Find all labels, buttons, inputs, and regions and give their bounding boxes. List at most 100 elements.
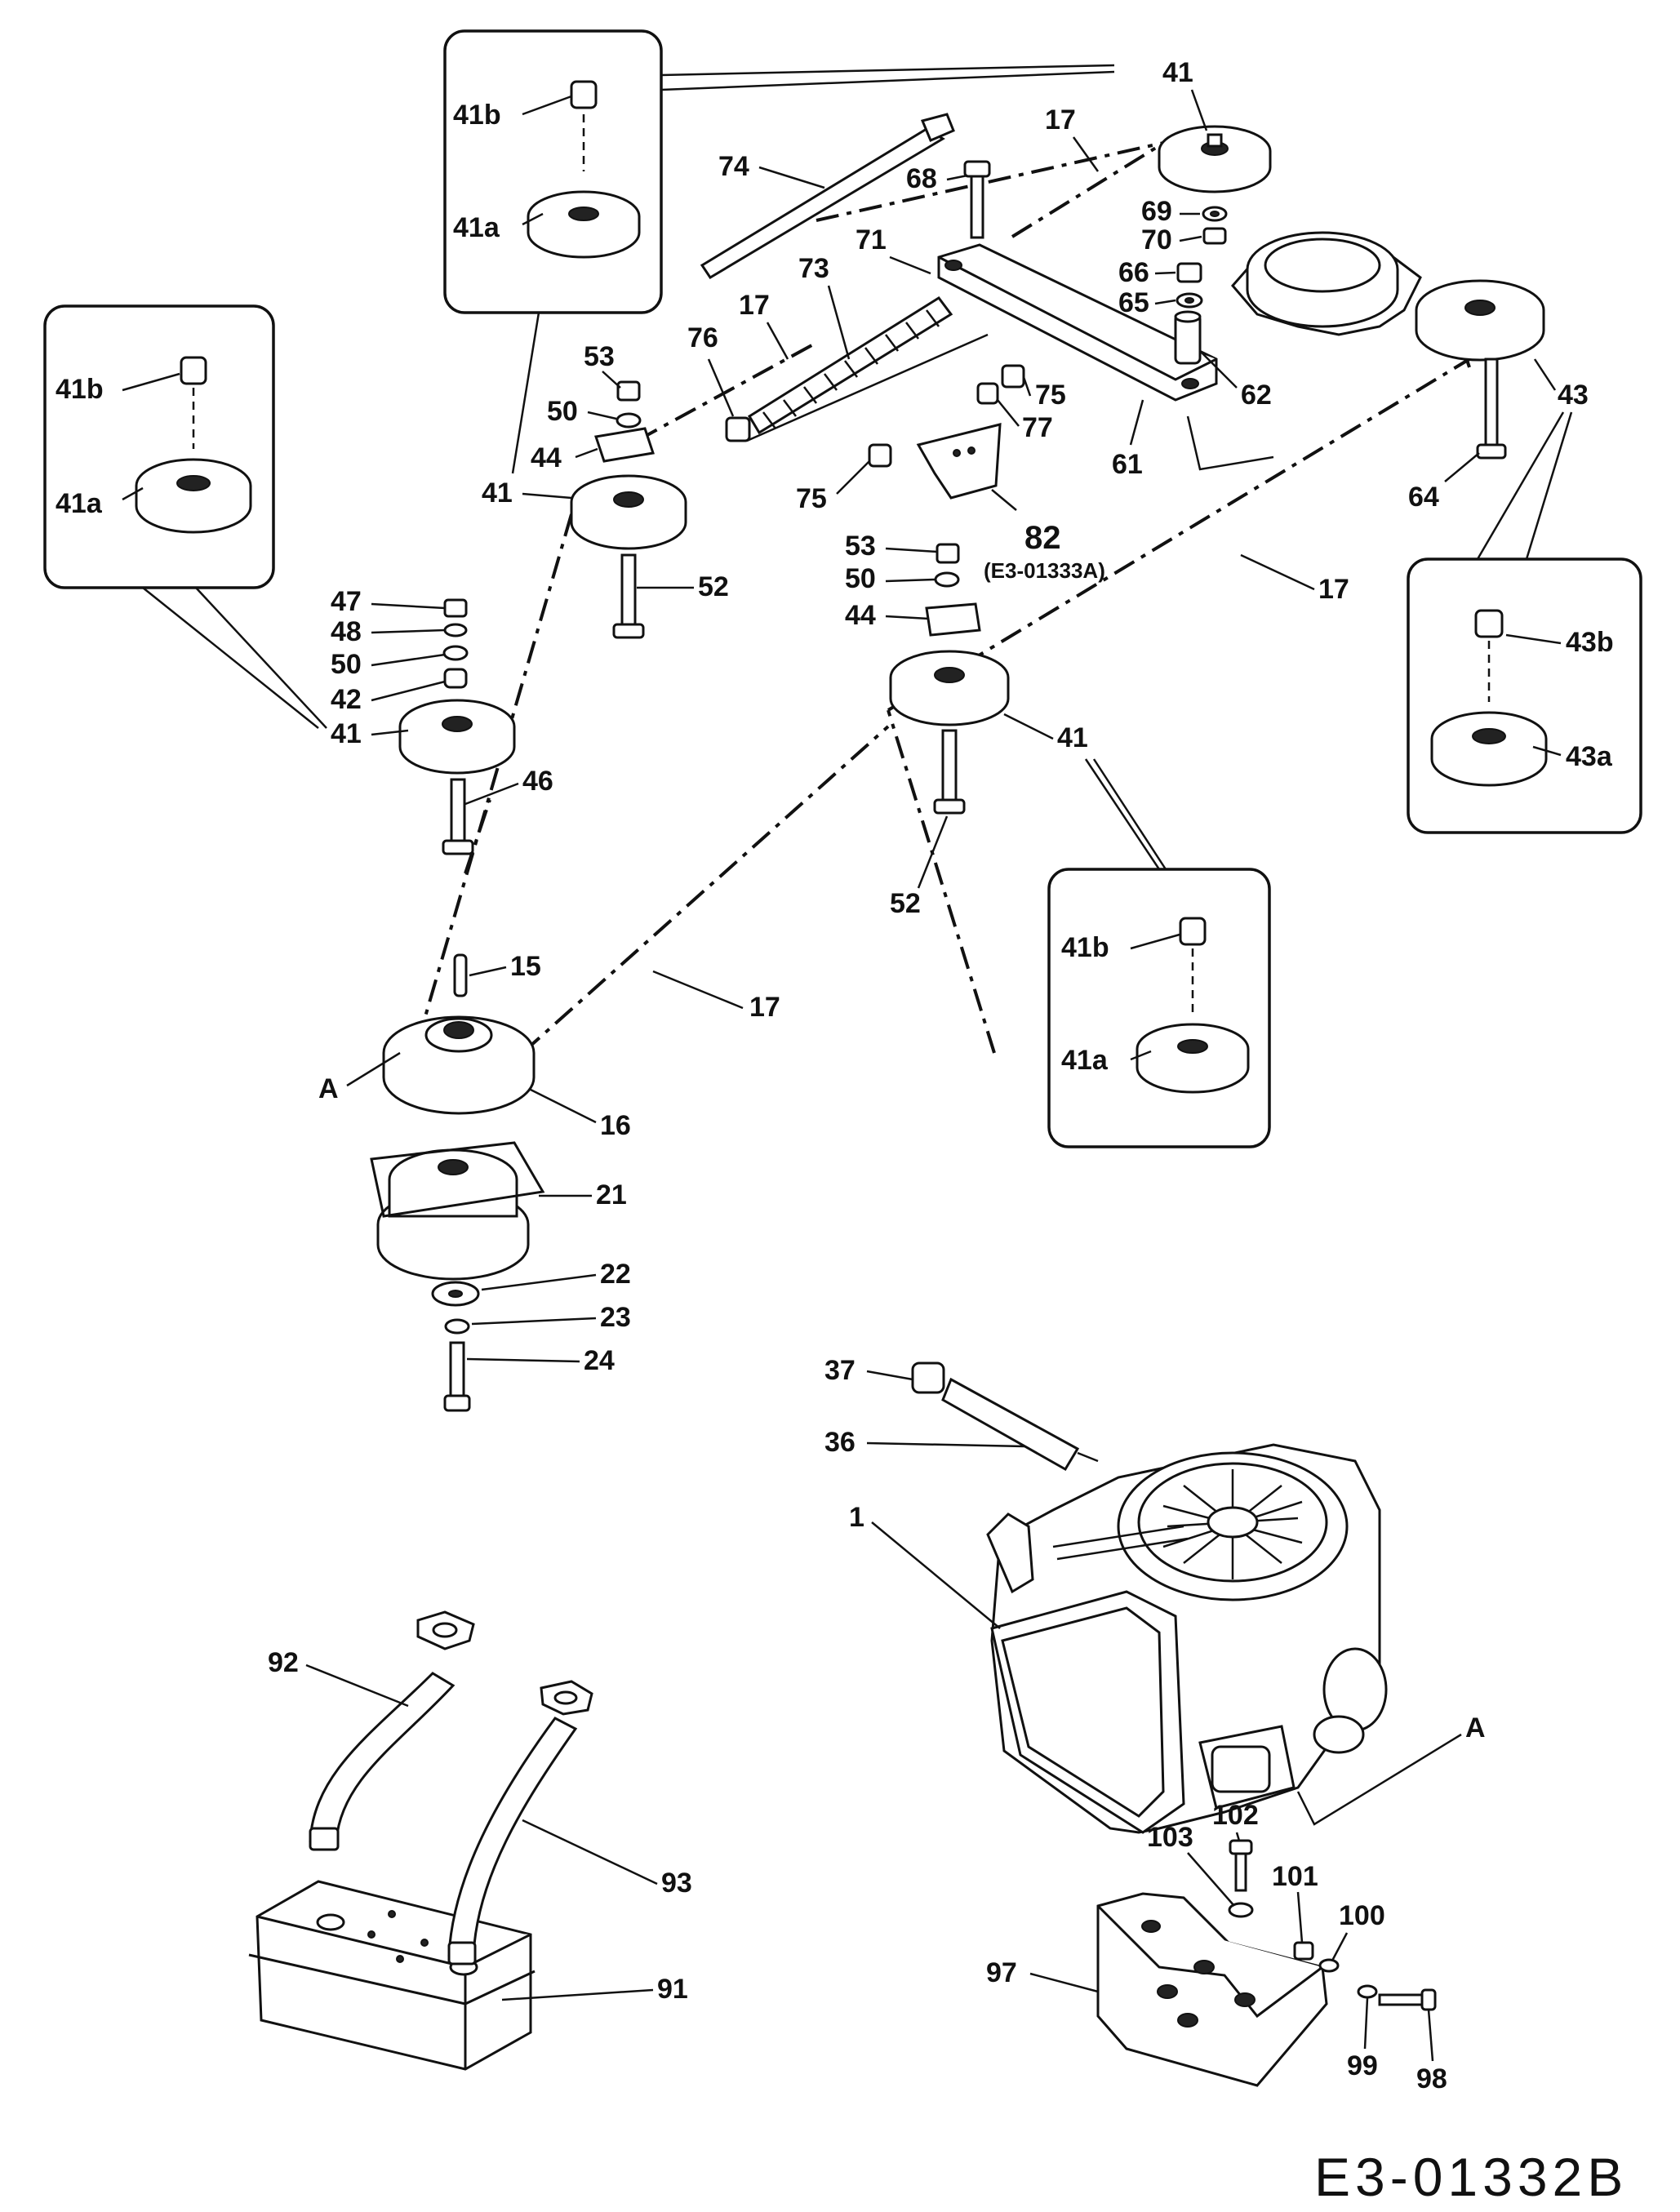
label-41a: 41a: [453, 212, 500, 243]
bracket-44: [594, 427, 655, 463]
pulley-16: [382, 1015, 536, 1115]
label-44: 44: [845, 600, 876, 631]
label-62: 62: [1241, 380, 1272, 411]
washer-69: [1202, 206, 1228, 222]
label-52: 52: [698, 571, 729, 602]
bolt-64: [1476, 358, 1507, 460]
exhaust-pipe-92: [309, 1610, 475, 1851]
idler-bushing-41b: [570, 80, 598, 109]
label-48: 48: [331, 616, 362, 647]
label-16: 16: [600, 1110, 631, 1141]
label-41a: 41a: [1061, 1045, 1109, 1076]
label-A: A: [1465, 1712, 1486, 1743]
label-41: 41: [1162, 57, 1193, 88]
label-100: 100: [1339, 1900, 1385, 1931]
label-97: 97: [986, 1957, 1017, 1988]
nut-53: [616, 380, 641, 402]
label-50: 50: [331, 649, 362, 680]
label-99: 99: [1347, 2050, 1378, 2081]
label-52: 52: [890, 888, 921, 919]
spacer-76: [725, 416, 751, 442]
idler-pulley-center: [889, 650, 1010, 726]
label-61: 61: [1112, 449, 1143, 480]
inset-pulley-43: 43b 43a: [1407, 411, 1642, 834]
washer-103: [1228, 1902, 1254, 1918]
key-15: [453, 953, 468, 997]
label-17: 17: [739, 290, 770, 321]
label-103: 103: [1147, 1822, 1193, 1853]
label-50: 50: [845, 563, 876, 594]
tension-arm-61: [937, 243, 1218, 402]
clutch-21: [370, 1141, 545, 1281]
label-53: 53: [584, 341, 615, 372]
heat-shield-97: [1096, 1892, 1328, 2087]
bolt-68: [963, 160, 991, 239]
label-41: 41: [1057, 722, 1088, 753]
label-15: 15: [510, 951, 541, 982]
label-36: 36: [824, 1427, 856, 1458]
washer-65: [1176, 292, 1203, 309]
label-44: 44: [531, 442, 562, 473]
label-43b: 43b: [1566, 627, 1614, 658]
inset-idler-top: 41b 41a: [443, 29, 1115, 474]
spring-73: [747, 295, 953, 435]
label-41: 41: [482, 477, 513, 509]
label-17: 17: [1318, 574, 1349, 605]
label-42: 42: [331, 684, 362, 715]
label-17: 17: [749, 992, 780, 1023]
nut-66: [1176, 262, 1202, 283]
label-76: 76: [687, 322, 718, 353]
bracket-44: [925, 602, 981, 637]
spacer-62: [1174, 310, 1202, 365]
exhaust-pipe-93: [447, 1680, 593, 1965]
engine: [986, 1443, 1388, 1834]
label-74: 74: [718, 151, 749, 182]
label-37: 37: [824, 1355, 856, 1386]
label-101: 101: [1272, 1861, 1318, 1892]
label-102: 102: [1212, 1800, 1259, 1831]
inset-idler-center: 41b 41a: [1047, 758, 1271, 1148]
label-71: 71: [856, 224, 887, 255]
label-69: 69: [1141, 196, 1172, 227]
bolt-102: [1229, 1839, 1253, 1892]
label-77: 77: [1022, 412, 1053, 443]
washer-99: [1357, 1984, 1378, 1999]
label-93: 93: [661, 1868, 692, 1899]
muffler-91: [248, 1880, 536, 2071]
washer-50: [616, 412, 642, 429]
label-70: 70: [1141, 224, 1172, 255]
label-A: A: [318, 1073, 339, 1104]
washer-23: [444, 1318, 470, 1335]
bolt-52: [933, 729, 966, 815]
label-17: 17: [1045, 104, 1076, 135]
label-22: 22: [600, 1259, 631, 1290]
washer-22: [431, 1281, 480, 1307]
label-41a: 41a: [56, 488, 103, 519]
tube-36: [941, 1377, 1099, 1472]
pulley-43: [1415, 279, 1545, 362]
washer-50: [442, 645, 469, 661]
label-64: 64: [1408, 482, 1439, 513]
label-73: 73: [798, 253, 829, 284]
label-41: 41: [331, 718, 362, 749]
cap-37: [911, 1361, 945, 1394]
bolt-98: [1378, 1988, 1437, 2011]
flywheel-grille-icon: [1162, 1469, 1303, 1579]
label-21: 21: [596, 1179, 627, 1210]
nut-101: [1293, 1941, 1314, 1961]
washer-48: [443, 623, 468, 637]
label-98: 98: [1416, 2063, 1447, 2094]
label-50: 50: [547, 396, 578, 427]
label-41b: 41b: [453, 100, 501, 131]
reference-note: (E3-01333A): [984, 558, 1105, 583]
idler-pulley-top-right: [1158, 125, 1272, 193]
label-43: 43: [1558, 380, 1589, 411]
washer-50: [934, 571, 960, 588]
bolt-46: [442, 778, 474, 855]
label-47: 47: [331, 586, 362, 617]
nut-53: [936, 543, 960, 564]
label-41b: 41b: [56, 374, 104, 405]
bolt-52: [612, 553, 645, 639]
inset-idler-left: 41b 41a: [43, 304, 327, 729]
